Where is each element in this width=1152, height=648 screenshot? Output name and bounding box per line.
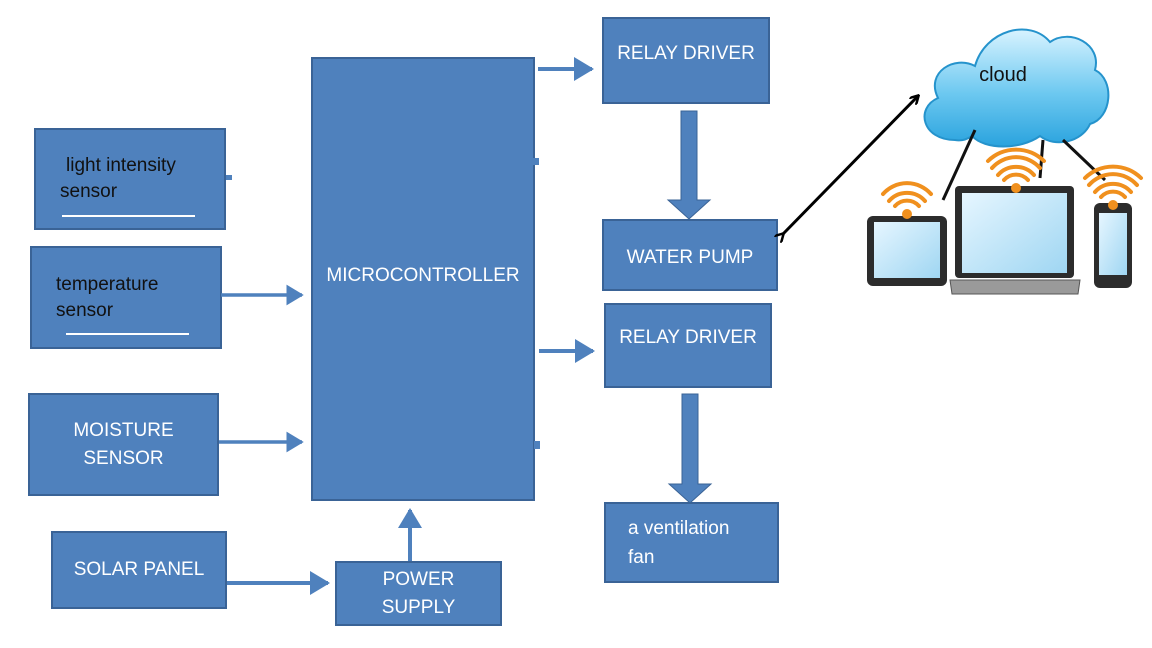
mcu-stub-1	[533, 158, 539, 165]
relay-driver-2-block: RELAY DRIVER	[604, 303, 772, 388]
light-sensor-label-line1: light intensity	[66, 155, 176, 176]
cloud-tablet-line	[941, 129, 977, 201]
ventilation-fan-label-line2: fan	[628, 546, 655, 568]
power-supply-label-line2: SUPPLY	[381, 596, 456, 618]
cloud-phone-line	[1061, 138, 1107, 182]
power-supply-label-line1: POWER	[382, 568, 455, 590]
light-intensity-sensor-block: light intensity sensor	[34, 128, 226, 230]
ventilation-fan-block: a ventilation fan	[604, 502, 779, 583]
moisture-sensor-block: MOISTURE SENSOR	[28, 393, 219, 496]
phone-wifi-icon	[1083, 164, 1143, 210]
microcontroller-block: MICROCONTROLLER	[311, 57, 535, 501]
water-pump-block: WATER PUMP	[602, 219, 778, 291]
microcontroller-label: MICROCONTROLLER	[326, 265, 520, 286]
smartphone-icon	[1094, 203, 1132, 288]
temp-sensor-label-line1: temperature	[56, 273, 159, 295]
moisture-sensor-label-line2: SENSOR	[83, 447, 164, 469]
temperature-sensor-block: temperature sensor	[30, 246, 222, 349]
relay-driver-1-block: RELAY DRIVER	[602, 17, 770, 104]
relay-driver-1-label: RELAY DRIVER	[617, 42, 755, 64]
solar-panel-label: SOLAR PANEL	[73, 559, 205, 580]
light-sensor-stub	[226, 175, 232, 180]
tablet-icon	[867, 216, 947, 286]
light-sensor-label-line2: sensor	[60, 181, 118, 202]
ventilation-fan-label-line1: a ventilation	[628, 517, 730, 539]
mcu-stub-2	[534, 441, 540, 449]
laptop-icon	[949, 186, 1081, 295]
relay2-to-fan-arrow	[667, 393, 713, 504]
relay-driver-2-label: RELAY DRIVER	[619, 326, 757, 348]
cloud-icon	[923, 28, 1110, 148]
tablet-wifi-icon	[881, 181, 933, 219]
laptop-wifi-icon	[986, 147, 1046, 193]
moisture-sensor-label-line1: MOISTURE	[73, 419, 174, 441]
water-pump-label: WATER PUMP	[626, 247, 754, 268]
solar-panel-block: SOLAR PANEL	[51, 531, 227, 609]
cloud-label: cloud	[979, 64, 1027, 86]
pump-cloud-link-arrow	[783, 96, 918, 234]
temp-sensor-label-line2: sensor	[56, 299, 114, 321]
relay1-to-pump-arrow	[666, 110, 712, 220]
power-supply-block: POWER SUPPLY	[335, 561, 502, 626]
